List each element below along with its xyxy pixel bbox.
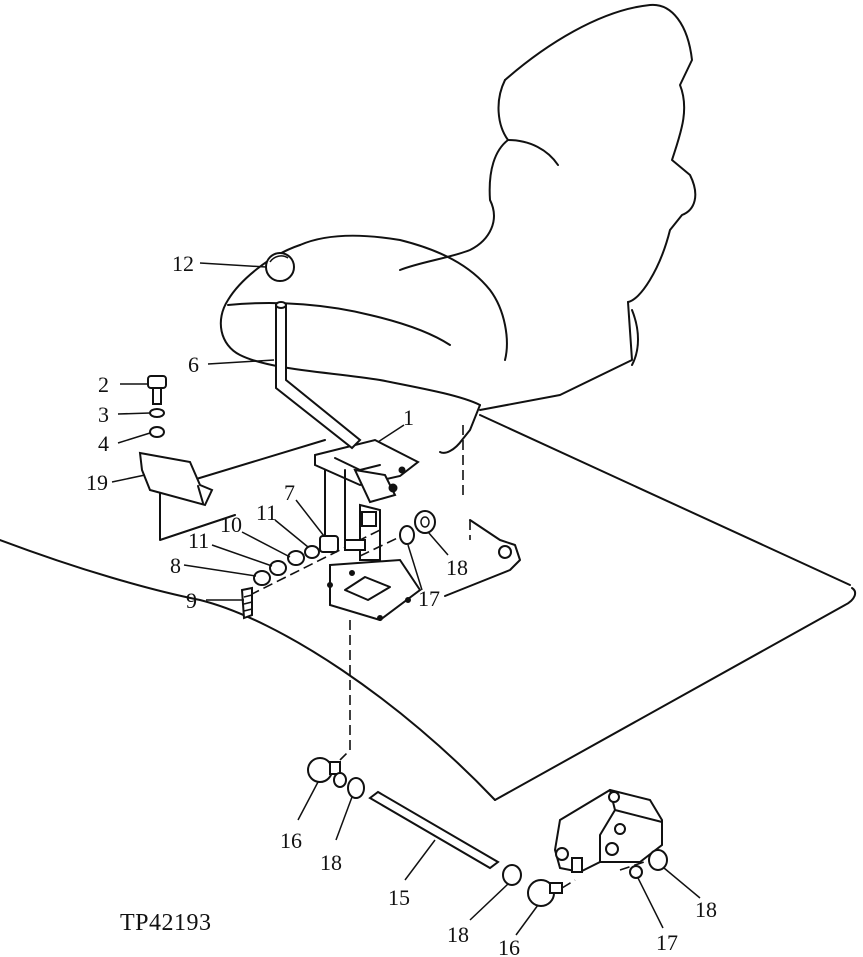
leader-lines: [111, 262, 701, 936]
callout-7: 7: [284, 480, 295, 505]
lever-support-bracket: [314, 438, 422, 622]
bushing: [319, 535, 339, 553]
callout-1: 1: [403, 405, 414, 430]
cover-plate: [138, 451, 214, 507]
callout-16-left: 16: [280, 828, 302, 853]
callout-17-lower: 17: [656, 930, 678, 955]
washer: [269, 560, 287, 576]
callout-18-left: 18: [320, 850, 342, 875]
lever-knob: [265, 252, 295, 282]
callout-18-upper: 18: [446, 555, 468, 580]
pin: [344, 539, 366, 551]
callout-12: 12: [172, 251, 194, 276]
callout-10: 10: [220, 512, 242, 537]
callout-18-bottom: 18: [447, 922, 469, 947]
washer: [304, 545, 320, 559]
lock-washer: [149, 408, 165, 418]
callout-labels: 1 2 3 4 6 7 8 9 10 11 11 12 15 16 16 17 …: [86, 251, 717, 957]
drawing-code: TP42193: [120, 910, 212, 936]
callout-6: 6: [188, 352, 199, 377]
pivot-hardware: [240, 529, 381, 620]
linkage-path: [339, 620, 351, 761]
callout-17-upper: 17: [418, 586, 440, 611]
callout-11-upper: 11: [256, 500, 277, 525]
cotter-pin: [240, 586, 253, 620]
callout-2: 2: [98, 372, 109, 397]
callout-9: 9: [186, 588, 197, 613]
lower-linkage: [307, 757, 576, 907]
callout-11-lower: 11: [188, 528, 209, 553]
callout-3: 3: [98, 402, 109, 427]
operator-seat: [219, 3, 697, 597]
callout-8: 8: [170, 553, 181, 578]
control-valve: [553, 788, 668, 879]
callout-4: 4: [98, 431, 109, 456]
callout-19: 19: [86, 470, 108, 495]
callout-16-right: 16: [498, 935, 520, 957]
callout-18-right: 18: [695, 897, 717, 922]
washer: [253, 570, 271, 586]
washer: [287, 550, 305, 566]
bolt: [147, 375, 167, 405]
upper-linkage-hardware: [359, 510, 436, 557]
callout-15: 15: [388, 885, 410, 910]
control-lever: [275, 301, 362, 450]
flat-washer: [149, 426, 165, 438]
